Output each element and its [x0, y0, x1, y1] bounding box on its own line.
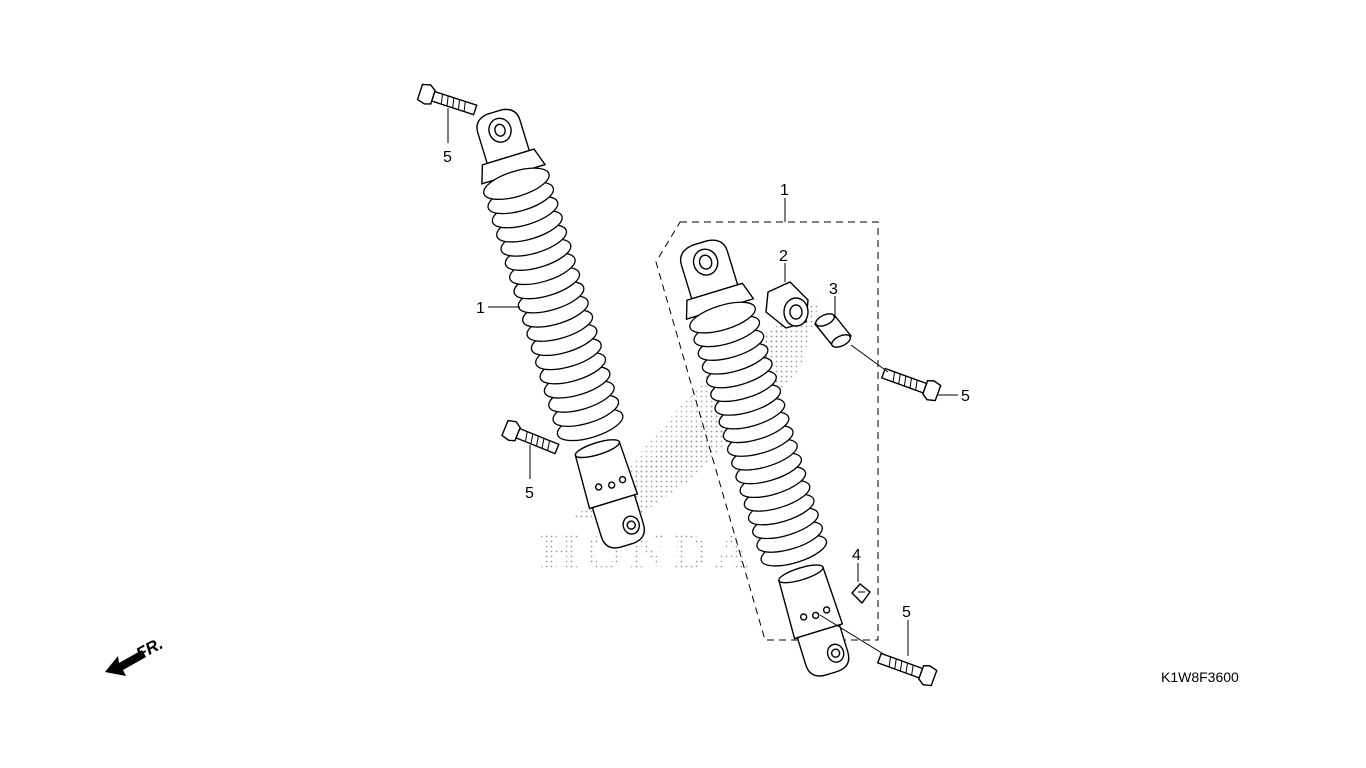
callout-bush: 2: [779, 248, 788, 265]
bolt-lower-left: [501, 419, 560, 455]
left-shock-absorber: [476, 108, 646, 549]
spring-coil: [483, 167, 550, 201]
bolt-upper-left: [416, 83, 478, 116]
front-direction-arrow: FR.: [105, 634, 166, 676]
caution-label: [851, 583, 871, 605]
spring-coil: [689, 301, 756, 334]
callout-right-shock: 1: [780, 182, 789, 199]
callout-label: 4: [852, 547, 861, 564]
watermark-text: HONDA: [540, 523, 756, 579]
bolt-right-upper: [880, 367, 942, 402]
bolt-right-lower: [876, 652, 938, 687]
figure-code: K1W8F3600: [1161, 669, 1239, 685]
rubber-bush: [765, 281, 809, 329]
callout-bolt-right-upper: 5: [961, 388, 970, 405]
collar: [813, 313, 853, 348]
callout-bolt-upper-left: 5: [443, 149, 452, 166]
callout-bolt-right-lower: 5: [902, 604, 911, 621]
callout-left-shock: 1: [476, 300, 485, 317]
callout-bolt-lower-left: 5: [525, 485, 534, 502]
callout-collar: 3: [829, 281, 838, 298]
right-shock-absorber: [679, 239, 850, 677]
leader-lines: [447, 108, 958, 656]
